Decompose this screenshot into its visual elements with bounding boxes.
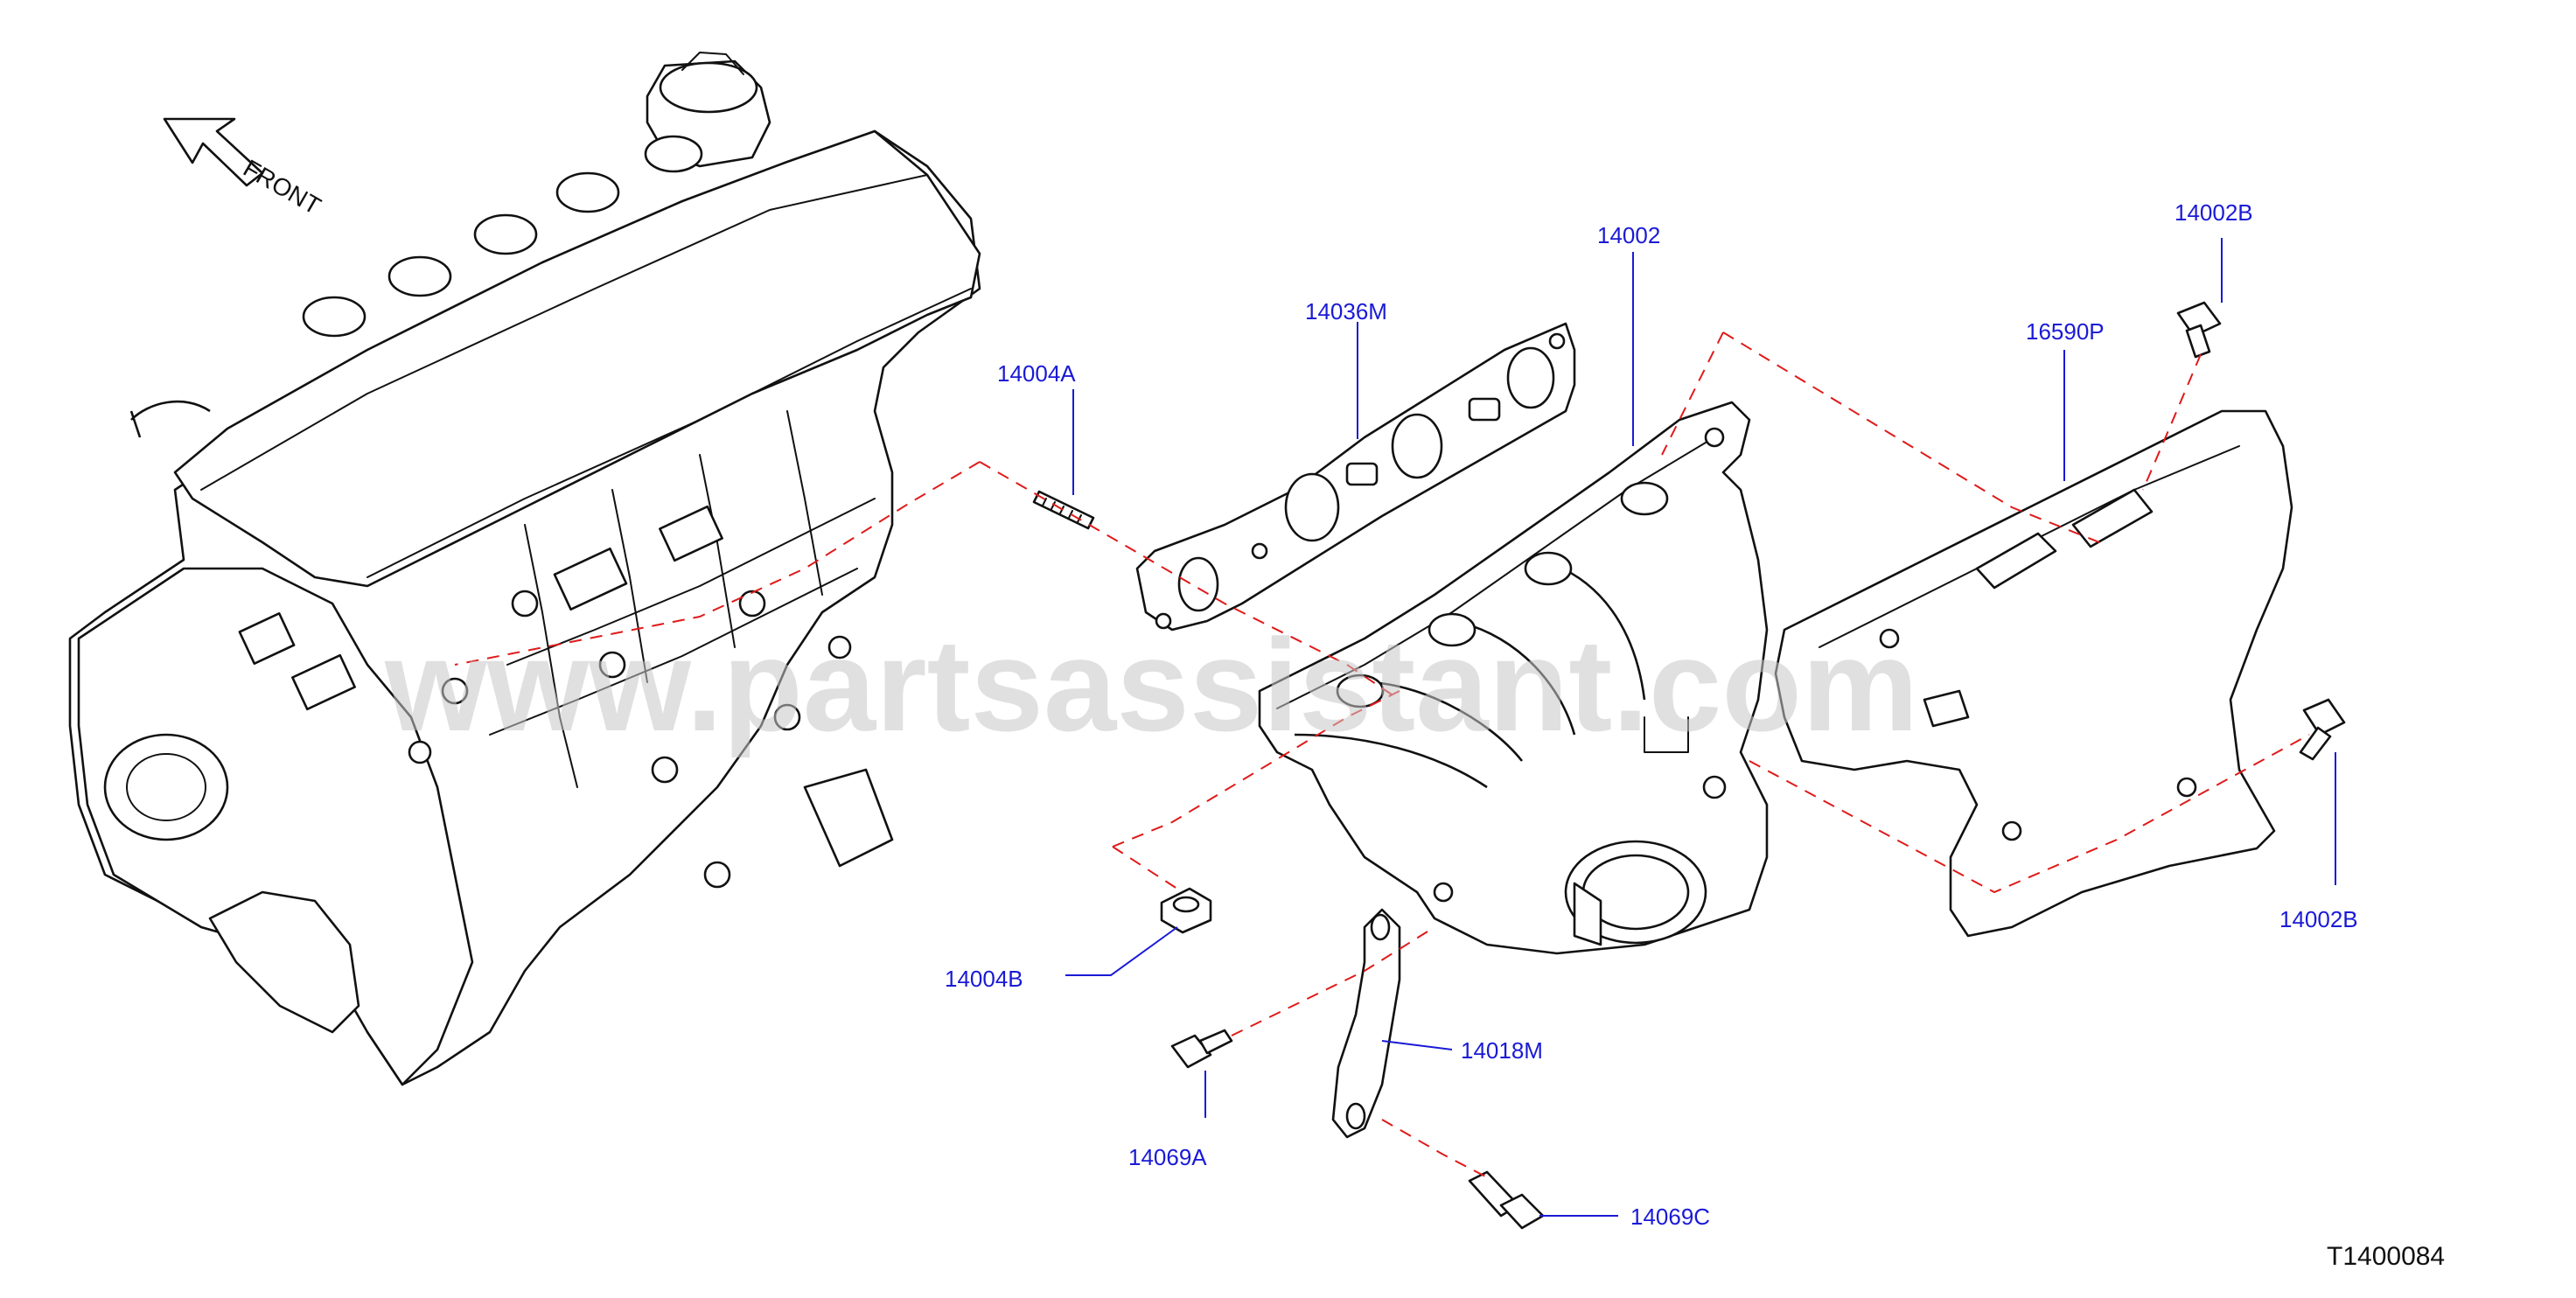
front-label: FRONT [239, 154, 325, 220]
watermark: www.partsassistant.com [384, 611, 1918, 758]
stud-14004a [1032, 490, 1095, 530]
stud-bolt-14069c [1468, 1170, 1545, 1230]
engine-block-illustration [68, 52, 981, 1086]
illustration-code: T1400084 [2327, 1242, 2445, 1271]
part-label-14004a[interactable]: 14004A [997, 360, 1076, 387]
bolt-14069a [1170, 1029, 1233, 1069]
bolt-14002b-right [2299, 698, 2346, 761]
part-label-14069c[interactable]: 14069C [1630, 1204, 1710, 1230]
leader-lines [1065, 238, 2336, 1217]
heat-insulator-16590p [1774, 409, 2293, 938]
alignment-lines [454, 331, 2310, 1178]
part-label-16590p[interactable]: 16590P [2026, 318, 2105, 345]
gasket-14036m [1135, 322, 1576, 632]
bolt-14002b-top [2176, 301, 2222, 359]
front-arrow-icon [163, 117, 264, 187]
part-label-14036m[interactable]: 14036M [1305, 298, 1387, 324]
bracket-14018m [1331, 908, 1401, 1139]
exhaust-manifold-14002 [1258, 401, 1769, 955]
part-label-14002b-top[interactable]: 14002B [2175, 199, 2253, 226]
nut-14004b [1160, 887, 1212, 934]
part-label-14002[interactable]: 14002 [1597, 222, 1660, 248]
part-label-14004b[interactable]: 14004B [945, 966, 1023, 992]
part-label-14018m[interactable]: 14018M [1461, 1037, 1543, 1064]
part-label-14002b-right[interactable]: 14002B [2279, 906, 2358, 932]
part-label-14069a[interactable]: 14069A [1128, 1144, 1207, 1170]
